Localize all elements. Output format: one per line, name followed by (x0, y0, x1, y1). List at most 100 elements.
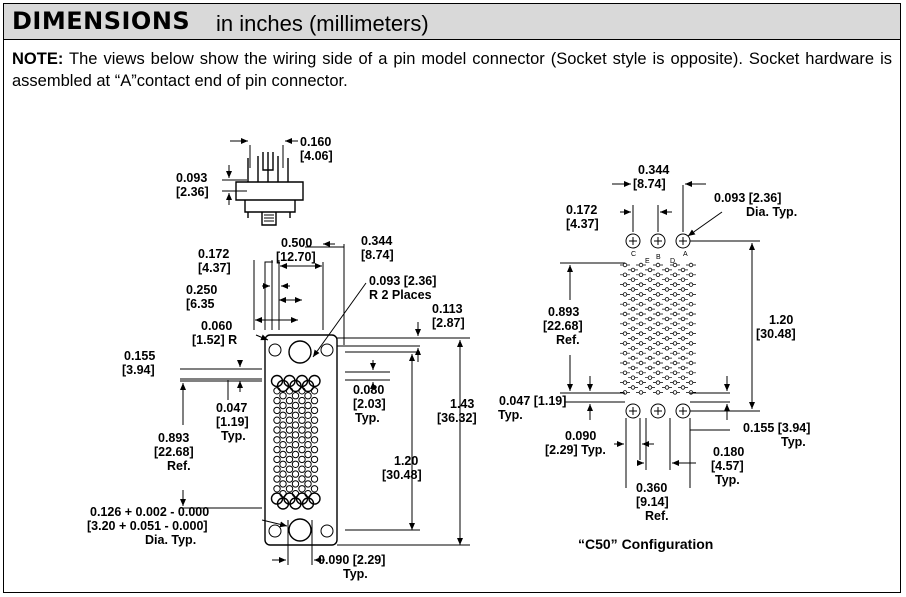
pin-hole (298, 475, 306, 483)
pin-hole (285, 485, 294, 493)
pin-hole (647, 297, 653, 302)
pin-hole (672, 380, 678, 385)
pin-hole (680, 316, 686, 322)
pin-hole (298, 426, 306, 434)
pin-hole (672, 370, 678, 375)
pin-hole (273, 485, 281, 493)
pin-hole (622, 331, 628, 336)
pin-hole (289, 497, 302, 510)
pin-hole (688, 292, 694, 297)
dim-right-3-b: [4.37] (566, 217, 599, 231)
pin-hole (279, 450, 287, 459)
pin-hole (655, 272, 661, 277)
pin-hole (688, 331, 694, 336)
pin-hole (622, 341, 628, 346)
dim-right-5-b: [30.48] (756, 327, 796, 341)
pin-hole (279, 411, 287, 419)
dim-right-5-a: 1.20 (769, 313, 793, 327)
pin-hole (672, 272, 678, 277)
pin-hole (622, 302, 628, 307)
pin-hole (630, 297, 636, 302)
pin-hole (622, 282, 628, 287)
pin-hole (630, 355, 636, 361)
header-title-bold: DIMENSIONS (12, 7, 191, 35)
note-text: The views below show the wiring side of … (12, 50, 892, 90)
dim-right-9-c: Typ. (715, 473, 740, 487)
dim-left-1-b: [4.06] (300, 149, 333, 163)
dim-right-1-b: [8.74] (633, 177, 666, 191)
pin-hole (291, 460, 300, 468)
pin-hole (672, 262, 678, 268)
pin-hole (304, 411, 312, 419)
pin-hole (630, 277, 636, 282)
pin-hole (301, 379, 315, 393)
pin-hole (655, 360, 661, 366)
pin-hole (279, 392, 287, 400)
pin-hole (285, 465, 294, 473)
pin-letter-e: E (645, 258, 650, 265)
pin-hole (638, 272, 644, 277)
pin-hole (285, 455, 294, 464)
pin-hole (279, 431, 287, 439)
pin-hole (276, 497, 290, 510)
pin-hole (310, 387, 319, 395)
pin-hole (622, 370, 628, 375)
dim-left-16-b: [3.20 + 0.051 - 0.000] (87, 519, 208, 533)
pin-hole (279, 470, 287, 478)
pin-hole (304, 480, 312, 488)
pin-hole (273, 406, 281, 415)
pin-hole (680, 267, 686, 273)
dim-left-13-a: 1.43 (450, 397, 474, 411)
dim-left-15-b: [30.48] (382, 468, 422, 482)
dim-left-2-b: [2.36] (176, 185, 209, 199)
dim-right-10-a: 0.360 (636, 481, 667, 495)
dim-left-8-a: 0.113 (432, 302, 463, 316)
pin-hole (285, 416, 294, 424)
pin-hole (630, 385, 636, 390)
pin-hole (298, 406, 306, 415)
dim-left-14-b: [22.68] (154, 445, 194, 459)
pin-letter-a: A (683, 251, 688, 258)
dim-right-10-c: Ref. (645, 509, 669, 523)
pin-hole (310, 426, 319, 434)
pin-hole (291, 480, 300, 488)
pin-hole (647, 365, 653, 371)
dimensions-panel: DIMENSIONS in inches (millimeters) NOTE:… (3, 3, 901, 593)
pin-hole (680, 297, 686, 302)
left-pin-array (270, 374, 321, 510)
pin-hole (688, 360, 694, 366)
pin-hole (647, 336, 653, 341)
dim-left-3-a: 0.172 (198, 247, 229, 261)
dim-left-6-b: R 2 Places (369, 288, 432, 302)
pin-hole (647, 375, 653, 380)
dim-left-12-b: [2.03] (353, 397, 386, 411)
pin-hole (273, 465, 281, 473)
pin-hole (638, 302, 644, 307)
pin-hole (285, 396, 294, 405)
pin-hole (310, 485, 319, 493)
pin-hole (655, 370, 661, 375)
left-dimension-lines (180, 138, 470, 565)
dim-left-17-b: Typ. (343, 567, 368, 581)
pin-hole (310, 396, 319, 405)
pin-hole (638, 390, 644, 395)
pin-hole (647, 385, 653, 390)
pin-hole (291, 431, 300, 439)
pin-hole (638, 282, 644, 287)
dim-right-4-a: 0.893 (548, 305, 579, 319)
dim-left-16-a: 0.126 + 0.002 - 0.000 (90, 505, 209, 519)
pin-hole (672, 331, 678, 336)
right-dimension-labels: 0.344 [8.74] 0.093 [2.36] Dia. Typ. 0.17… (498, 163, 810, 552)
configuration-caption: “C50” Configuration (578, 536, 713, 552)
pin-hole (638, 380, 644, 385)
pin-hole (672, 390, 678, 395)
pin-hole (285, 436, 294, 444)
pin-hole (672, 311, 678, 317)
left-dimension-labels: 0.160 [4.06] 0.093 [2.36] 0.172 [4.37] 0… (87, 135, 477, 581)
dim-left-9-a: 0.060 (201, 319, 232, 333)
pin-hole (291, 392, 300, 400)
pin-hole (279, 421, 287, 429)
pin-hole (655, 302, 661, 307)
dim-left-12-c: Typ. (355, 411, 380, 425)
pin-hole (655, 341, 661, 346)
